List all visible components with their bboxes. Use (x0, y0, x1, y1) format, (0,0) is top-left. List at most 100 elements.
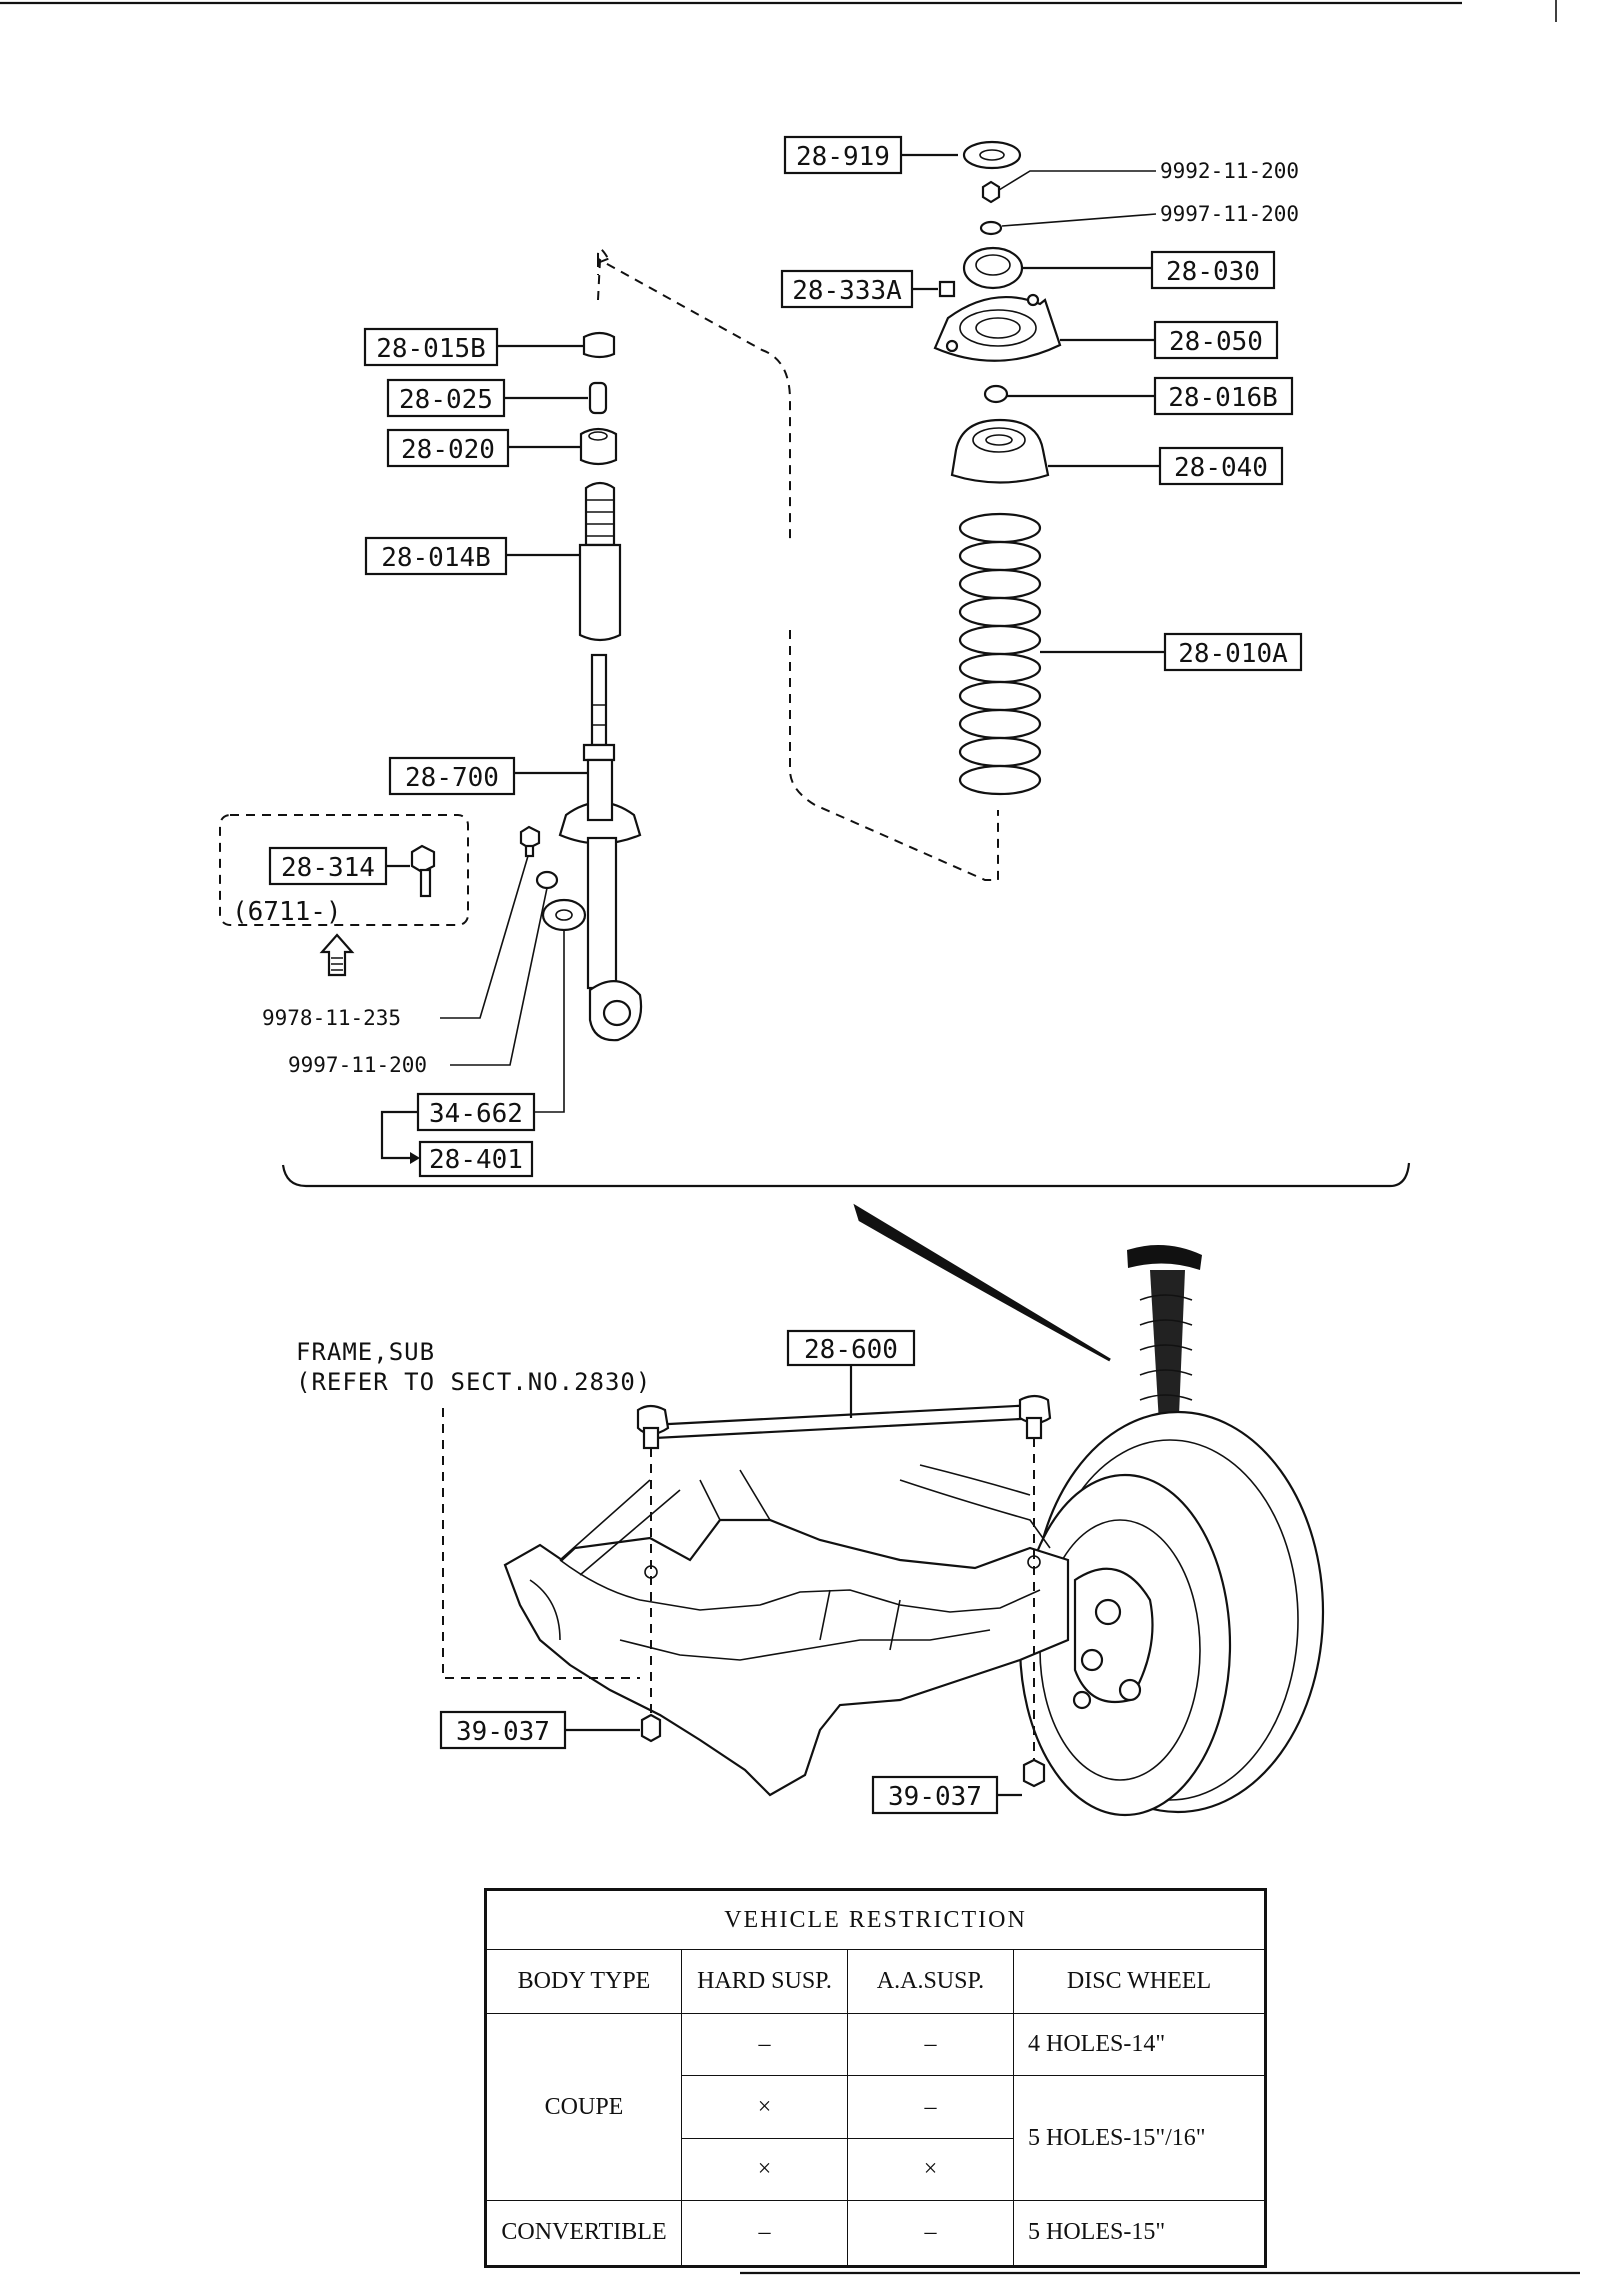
frame-sub-note: FRAME,SUB (REFER TO SECT.NO.2830) (296, 1338, 651, 1679)
svg-text:9997-11-200: 9997-11-200 (1160, 202, 1299, 226)
vehicle-restriction-table: VEHICLE RESTRICTION BODY TYPE HARD SUSP.… (484, 1888, 1268, 2268)
callout-28-015B: 28-015B (363, 327, 584, 367)
cell-hard: × (681, 2075, 848, 2139)
upper-exploded-view: 28-919 9992-11-200 9997-11-200 28-030 28 (219, 135, 1411, 1188)
svg-text:28-401: 28-401 (429, 1145, 523, 1175)
shock-absorber-part (558, 653, 643, 1042)
header-body-type: BODY TYPE (485, 1949, 682, 2015)
svg-text:34-662: 34-662 (429, 1099, 523, 1129)
nut-right-part (1022, 1758, 1046, 1788)
callout-28-040: 28-040 (1048, 446, 1284, 486)
bolt-part (519, 825, 541, 850)
wheel-tire (1018, 1410, 1325, 1817)
insulator-part (962, 140, 1022, 170)
up-arrow-icon (319, 933, 355, 977)
cell-body-convertible: CONVERTIBLE (485, 2199, 682, 2268)
cell-body-coupe: COUPE (485, 2013, 682, 2201)
callout-28-020: 28-020 (386, 428, 580, 468)
svg-text:28-014B: 28-014B (381, 543, 491, 573)
bushing-top-part (582, 331, 616, 359)
callout-9997-11-200: 9997-11-200 (288, 887, 548, 1077)
nut-part (981, 180, 1001, 204)
svg-text:39-037: 39-037 (456, 1717, 550, 1747)
washer-lower-small-part (535, 870, 559, 890)
svg-text:9992-11-200: 9992-11-200 (1160, 159, 1299, 183)
washer-lower-part (541, 898, 587, 932)
table-row: × – 5 HOLES-15"/16" (486, 2075, 1267, 2201)
callout-28-014B: 28-014B (364, 536, 582, 576)
guide-line (597, 247, 611, 263)
cell-hard: × (681, 2137, 848, 2201)
mount-part (933, 295, 1062, 362)
callout-9997-11-200-top: 9997-11-200 (1001, 202, 1299, 227)
cell-hard: – (681, 2199, 848, 2268)
nut-left-part (640, 1713, 662, 1743)
callout-28-016B: 28-016B (1007, 376, 1294, 416)
bearing-part (962, 246, 1024, 290)
cell-aa: – (847, 2075, 1014, 2139)
washer-part (979, 220, 1003, 236)
cell-hard: – (681, 2013, 848, 2077)
callout-9978-11-235: 9978-11-235 (262, 855, 529, 1030)
table-row: COUPE – – 4 HOLES-14" (485, 2013, 1267, 2201)
svg-text:28-050: 28-050 (1169, 327, 1263, 357)
stabilizer-bar (636, 1394, 1052, 1450)
svg-text:(REFER TO SECT.NO.2830): (REFER TO SECT.NO.2830) (296, 1368, 651, 1396)
callout-39-037-right: 39-037 (871, 1775, 1022, 1815)
svg-text:9978-11-235: 9978-11-235 (262, 1006, 401, 1030)
svg-text:28-600: 28-600 (804, 1335, 898, 1365)
spacer-part (588, 381, 608, 415)
callout-28-600: 28-600 (786, 1329, 916, 1418)
assembly-dashed-line (597, 258, 791, 540)
header-hard-susp: HARD SUSP. (681, 1949, 848, 2015)
bushing-b-part (983, 384, 1009, 404)
cell-aa: × (847, 2137, 1014, 2201)
table-title: VEHICLE RESTRICTION (484, 1888, 1267, 1951)
assembly-dashed-line-lower (789, 630, 999, 881)
svg-text:28-030: 28-030 (1166, 257, 1260, 287)
svg-text:28-010A: 28-010A (1178, 639, 1288, 669)
cell-aa: – (847, 2199, 1014, 2268)
svg-text:39-037: 39-037 (888, 1782, 982, 1812)
svg-text:28-020: 28-020 (401, 435, 495, 465)
table-row: × × (486, 2137, 1266, 2201)
svg-text:28-025: 28-025 (399, 385, 493, 415)
callout-28-030: 28-030 (1022, 250, 1276, 290)
callout-28-700: 28-700 (388, 756, 588, 796)
cell-wheel: 5 HOLES-15" (1012, 2199, 1267, 2268)
bushing-part (579, 427, 618, 466)
table-row: CONVERTIBLE – – 5 HOLES-15" (485, 2199, 1267, 2268)
callout-28-401: 28-401 (380, 1110, 534, 1178)
set-bracket (281, 1162, 1411, 1188)
callout-28-333A: 28-333A (780, 269, 938, 309)
svg-text:28-700: 28-700 (405, 763, 499, 793)
svg-text:9997-11-200: 9997-11-200 (288, 1053, 427, 1077)
callout-39-037-left: 39-037 (439, 1710, 640, 1750)
coil-spring-part (958, 512, 1042, 796)
svg-text:28-919: 28-919 (796, 142, 890, 172)
callout-9992-11-200: 9992-11-200 (998, 159, 1299, 191)
bound-stopper-part (578, 481, 622, 642)
svg-text:28-015B: 28-015B (376, 334, 486, 364)
callout-28-025: 28-025 (386, 378, 588, 418)
svg-text:28-314: 28-314 (281, 853, 375, 883)
cell-aa: – (847, 2013, 1014, 2077)
callout-28-010A: 28-010A (1040, 632, 1303, 672)
sub-frame (503, 1464, 1070, 1797)
cell-wheel: 4 HOLES-14" (1012, 2013, 1267, 2077)
header-aa-susp: A.A.SUSP. (847, 1949, 1014, 2015)
cap-part (938, 280, 956, 298)
svg-text:FRAME,SUB: FRAME,SUB (296, 1338, 435, 1366)
svg-text:28-016B: 28-016B (1168, 383, 1278, 413)
lower-installed-view: 28-600 FRAME,SUB (REFER TO SECT.NO.2830)… (296, 1203, 1325, 1817)
fender-edge (853, 1203, 1111, 1362)
callout-28-919: 28-919 (783, 135, 958, 175)
svg-text:(6711-): (6711-) (232, 897, 342, 927)
alternative-bolt-group: 28-314 (6711-) (219, 814, 469, 927)
svg-text:28-333A: 28-333A (792, 276, 902, 306)
cell-wheel: 5 HOLES-15"/16" (1012, 2075, 1267, 2201)
table-header-row: BODY TYPE HARD SUSP. A.A.SUSP. DISC WHEE… (485, 1949, 1267, 2015)
callout-34-662: 34-662 (416, 930, 565, 1132)
header-disc-wheel: DISC WHEEL (1012, 1949, 1267, 2015)
